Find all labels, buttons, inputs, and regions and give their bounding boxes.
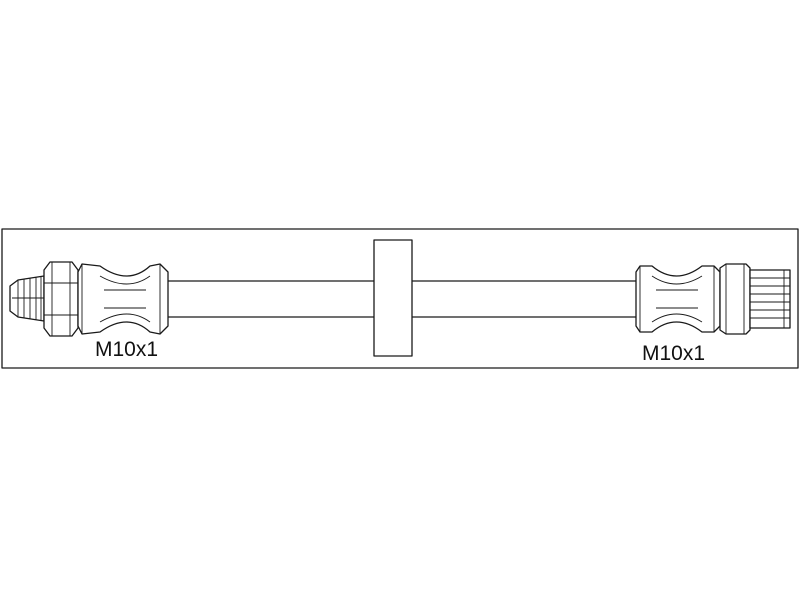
left-threaded-tip xyxy=(9,275,45,322)
left-thread-label: M10x1 xyxy=(95,338,158,361)
right-ferrule xyxy=(635,265,721,333)
center-bracket xyxy=(373,239,413,357)
left-ferrule xyxy=(77,263,169,335)
drawing-frame xyxy=(1,228,799,369)
right-splined-fitting xyxy=(719,263,791,335)
left-hex-nut xyxy=(43,261,79,337)
right-thread-label: M10x1 xyxy=(642,342,705,365)
